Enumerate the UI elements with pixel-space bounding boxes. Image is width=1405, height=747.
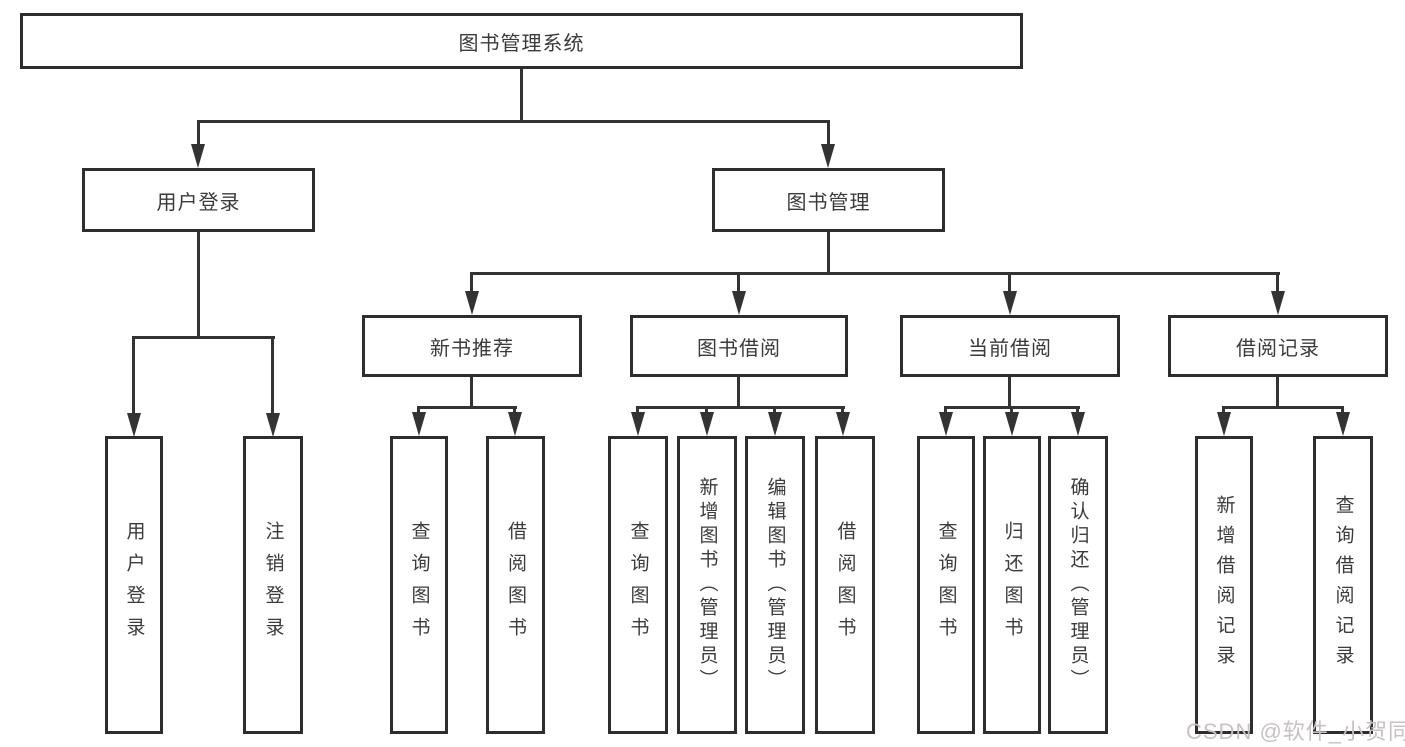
node-current: 当前借阅 [900,315,1120,377]
connector-drop [1222,406,1225,414]
leaf-current-query: 查询图书 [917,436,975,734]
connector-drop [271,336,274,415]
leaf-borrow-add-label: 新增图书（管理员） [696,477,718,693]
connector-drop [1341,406,1344,414]
watermark: CSDN @软件_小贺同学 [1186,719,1405,744]
leaf-newbook-query-label: 查询图书 [408,521,430,649]
node-borrow: 图书借阅 [630,315,848,377]
arrow-down-icon [821,144,835,168]
connector-new-book-branch [417,406,517,409]
arrow-down-icon [939,412,953,436]
leaf-record-add: 新增借阅记录 [1195,436,1253,734]
connector-user-login-stem [197,232,200,339]
connector-book-mgmt-branch [470,272,1280,275]
connector-drop [513,406,516,414]
arrow-down-icon [191,144,205,168]
arrow-down-icon [1217,412,1231,436]
connector-drop [1010,406,1013,414]
leaf-borrow-borrow: 借阅图书 [815,436,875,734]
arrow-down-icon [631,412,645,436]
leaf-record-add-label: 新增借阅记录 [1213,495,1235,675]
arrow-down-icon [768,412,782,436]
connector-drop [470,272,473,293]
connector-record-stem [1276,377,1279,409]
connector-book-mgmt-stem [827,232,830,274]
arrow-down-icon [700,412,714,436]
arrow-down-icon [266,413,280,437]
leaf-record-query: 查询借阅记录 [1313,436,1373,734]
node-new-book-label: 新书推荐 [430,337,514,360]
node-book-mgmt-label: 图书管理 [786,191,871,214]
leaf-current-return: 归还图书 [983,436,1041,734]
connector-record-branch [1222,406,1344,409]
connector-drop [1276,272,1279,293]
node-book-mgmt: 图书管理 [712,168,945,232]
leaf-newbook-borrow-label: 借阅图书 [505,521,526,649]
node-record-label: 借阅记录 [1236,337,1320,360]
connector-drop [197,120,200,146]
connector-drop [737,272,740,293]
arrow-down-icon [412,412,426,436]
node-current-label: 当前借阅 [968,337,1052,360]
connector-new-book-stem [470,377,473,409]
node-root: 图书管理系统 [20,13,1023,69]
arrow-down-icon [127,413,141,437]
connector-root-stem [520,69,523,123]
connector-drop [773,406,776,414]
leaf-borrow-query: 查询图书 [608,436,668,734]
leaf-user-login: 用户登录 [105,436,163,734]
connector-drop [705,406,708,414]
connector-borrow-branch [636,406,845,409]
leaf-current-return-label: 归还图书 [1001,521,1023,649]
node-borrow-label: 图书借阅 [697,337,781,360]
leaf-user-login-label: 用户登录 [123,521,145,649]
connector-current-stem [1008,377,1011,409]
connector-drop [944,406,947,414]
connector-root-branch [197,120,830,123]
leaf-current-confirm: 确认归还（管理员） [1048,436,1108,734]
node-root-label: 图书管理系统 [458,32,585,55]
arrow-down-icon [508,412,522,436]
arrow-down-icon [1336,412,1350,436]
leaf-current-confirm-label: 确认归还（管理员） [1067,477,1089,693]
leaf-newbook-borrow: 借阅图书 [486,436,545,734]
leaf-logout-label: 注销登录 [262,521,284,649]
leaf-current-query-label: 查询图书 [935,521,957,649]
leaf-newbook-query: 查询图书 [390,436,448,734]
arrow-down-icon [465,291,479,315]
node-user-login-label: 用户登录 [156,191,241,214]
connector-drop [841,406,844,414]
leaf-borrow-query-label: 查询图书 [627,521,649,649]
arrow-down-icon [836,412,850,436]
arrow-down-icon [1071,412,1085,436]
arrow-down-icon [1005,412,1019,436]
leaf-borrow-borrow-label: 借阅图书 [834,521,856,649]
connector-drop [1008,272,1011,293]
node-record: 借阅记录 [1168,315,1388,377]
connector-drop [417,406,420,414]
connector-user-login-branch [132,336,275,339]
leaf-borrow-edit: 编辑图书（管理员） [745,436,805,734]
arrow-down-icon [1003,291,1017,315]
node-new-book: 新书推荐 [362,315,582,377]
connector-drop [636,406,639,414]
connector-drop [827,120,830,146]
arrow-down-icon [1271,291,1285,315]
node-user-login: 用户登录 [82,168,315,232]
leaf-borrow-add: 新增图书（管理员） [677,436,737,734]
connector-drop [132,336,135,415]
arrow-down-icon [732,291,746,315]
leaf-logout: 注销登录 [243,436,303,734]
connector-borrow-stem [737,377,740,409]
leaf-borrow-edit-label: 编辑图书（管理员） [764,477,786,693]
leaf-record-query-label: 查询借阅记录 [1332,495,1354,675]
connector-drop [1076,406,1079,414]
